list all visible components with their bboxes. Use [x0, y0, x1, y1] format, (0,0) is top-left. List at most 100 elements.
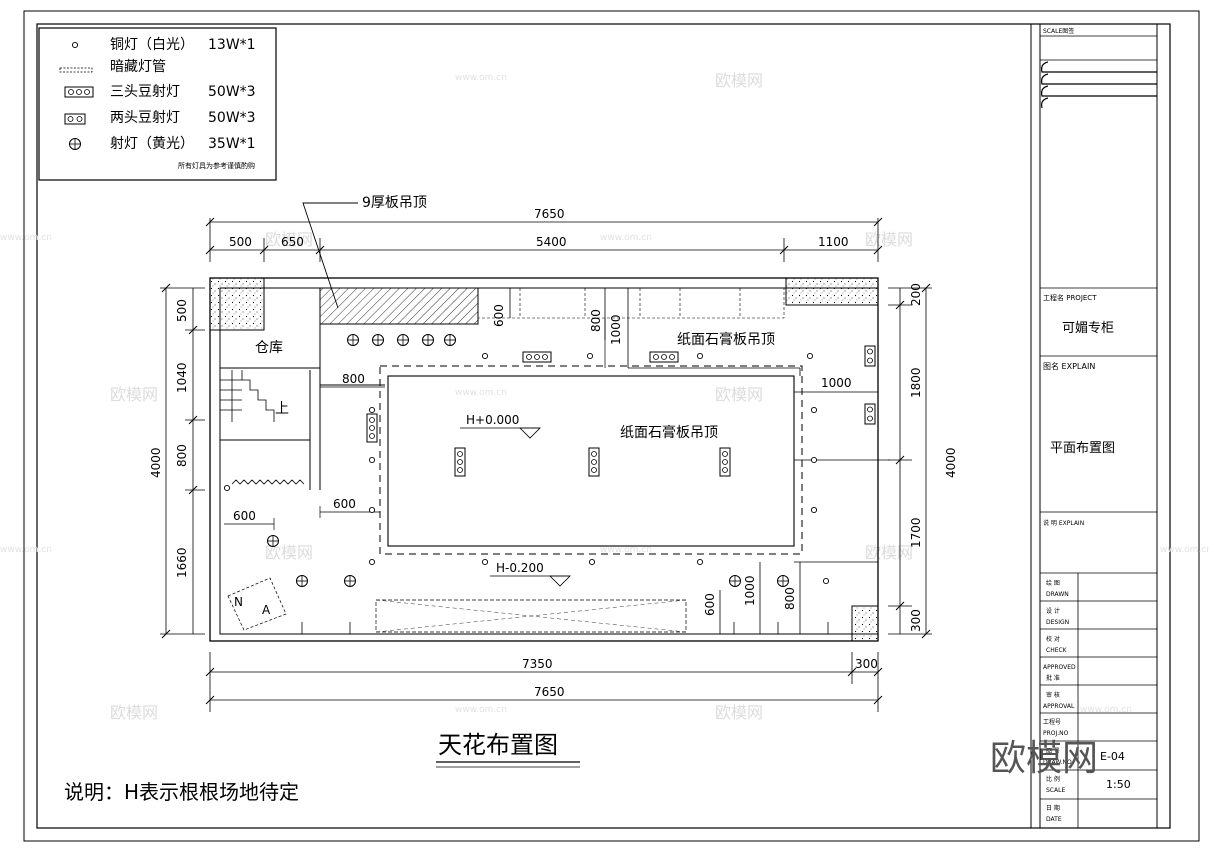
double-spotlight-icon [864, 345, 876, 367]
counter-outline [375, 599, 687, 633]
gypsum-ceiling-label-2: 纸面石膏板吊顶 [620, 424, 718, 441]
stair: 上 [220, 370, 310, 485]
watermark-url: www.om.cn [455, 388, 507, 398]
yellow-spotlight-icon [777, 575, 789, 587]
dim-in-800-h: 800 [589, 309, 603, 332]
board-ceiling-strip [319, 287, 479, 325]
dim-right-b: 1800 [909, 367, 923, 398]
copper-lamp-icon [368, 456, 376, 464]
watermark-text: 欧模网 [110, 385, 158, 404]
copper-lamp-icon [368, 558, 376, 566]
drawing-name: 平面布置图 [1050, 441, 1115, 456]
north-arrow: N A [227, 577, 287, 631]
row-projno-en: PROJ.NO [1043, 730, 1069, 737]
dim-right-a: 200 [909, 283, 923, 306]
yellow-spotlight-icon [444, 334, 456, 346]
floor-plan: 仓库 上 [209, 277, 890, 642]
yellow-spotlight-icon [422, 334, 434, 346]
watermark-large: 欧模网 [990, 738, 1098, 779]
triple-spotlight-icon [649, 351, 679, 363]
row-drawn-cn: 绘 图 [1046, 579, 1060, 587]
copper-lamp-icon [586, 352, 594, 360]
yellow-spotlight-icon [372, 334, 384, 346]
row-scale-value: 1:50 [1106, 778, 1131, 791]
ceiling-callout: 9厚板吊顶 [302, 195, 427, 309]
watermark-text: 欧模网 [715, 71, 763, 90]
dim-right-d: 300 [909, 609, 923, 632]
dim-in-1000-a: 1000 [609, 314, 623, 345]
watermark-text: 欧模网 [265, 543, 313, 562]
dim-left-total: 4000 [149, 447, 163, 478]
watermark-text: 欧模网 [265, 230, 313, 249]
watermark-url: www.om.cn [1080, 705, 1132, 715]
row-check-en: CHECK [1046, 647, 1068, 654]
double-spotlight-icon [864, 403, 876, 425]
inner-frame [36, 23, 1171, 829]
right-dimensions: 4000 200 1800 1700 300 [888, 283, 958, 639]
dim-in-800-a: 800 [342, 372, 365, 386]
gypsum-ceiling-label-1: 纸面石膏板吊顶 [677, 331, 775, 348]
row-drawno-value: E-04 [1100, 750, 1125, 763]
top-dimensions: 7650 500 650 5400 1100 [205, 207, 883, 262]
dim-top-c: 5400 [536, 235, 567, 249]
copper-lamp-icon [223, 484, 231, 492]
triple-spotlight-icon [366, 413, 378, 443]
legend-label-triple: 三头豆射灯 [110, 84, 180, 100]
gypsum-ceiling-inner [387, 375, 795, 547]
dim-top-b: 650 [281, 235, 304, 249]
yellow-spotlight-icon [267, 535, 279, 547]
triple-spotlight-icon [64, 86, 94, 98]
legend-note: 所有灯具为参考谨慎酌购 [178, 161, 255, 170]
row-approval-en: APPROVAL [1043, 703, 1075, 710]
row-date-en: DATE [1046, 816, 1062, 823]
row-approved-cn: APPROVED [1043, 664, 1076, 671]
copper-lamp-icon [822, 577, 830, 585]
copper-lamp-icon [588, 558, 596, 566]
legend-label-copper: 铜灯（白光） [110, 37, 194, 53]
legend-spec-triple: 50W*3 [208, 84, 256, 100]
yellow-spotlight-icon [347, 334, 359, 346]
watermark-text: 欧模网 [715, 385, 763, 404]
bottom-dimensions: 7350 300 7650 [205, 652, 883, 712]
dim-top-total: 7650 [534, 207, 565, 221]
explain-label: 说 明 EXPLAIN [1043, 519, 1084, 527]
legend-label-hidden-tube: 暗藏灯管 [110, 59, 166, 75]
row-approved-en: 批 准 [1046, 674, 1060, 682]
watermark-url: www.om.cn [0, 545, 52, 555]
copper-lamp-icon [368, 406, 376, 414]
dim-bottom-b: 300 [855, 657, 878, 671]
hidden-tube-icon [59, 67, 93, 73]
drawing-title: 天花布置图 [438, 731, 558, 759]
copper-lamp-icon [810, 456, 818, 464]
title-block-header: SCALE图签 [1043, 27, 1074, 35]
row-drawno-cn: 图 号 [1046, 748, 1060, 755]
dim-left-c: 800 [175, 444, 189, 467]
dim-left-a: 500 [175, 299, 189, 322]
watermark-text: 欧模网 [865, 230, 913, 249]
copper-lamp-icon [696, 352, 704, 360]
dim-right-c: 1700 [909, 517, 923, 548]
project-label: 工程名 PROJECT [1043, 293, 1097, 302]
dim-top-d: 1100 [818, 235, 849, 249]
row-scale-en: SCALE [1046, 787, 1065, 794]
triple-spotlight-icon [454, 447, 466, 477]
level-mark-1-label: H+0.000 [466, 413, 519, 427]
double-spotlight-icon [64, 113, 86, 125]
legend-label-yellow: 射灯（黄光） [110, 135, 194, 152]
watermark-text: 欧模网 [715, 703, 763, 722]
left-dimensions: 4000 500 1040 800 1660 [149, 283, 205, 639]
yellow-spotlight-icon [296, 575, 308, 587]
copper-lamp-icon [810, 506, 818, 514]
yellow-spotlight-icon [344, 575, 356, 587]
dim-in-600-c: 600 [233, 509, 256, 523]
ceiling-callout-label: 9厚板吊顶 [362, 195, 427, 211]
yellow-spotlight-icon [397, 334, 409, 346]
triple-spotlight-icon [522, 351, 552, 363]
copper-lamp-icon [806, 352, 814, 360]
row-projno-cn: 工程号 [1043, 718, 1061, 726]
drawing-label: 图名 EXPLAIN [1043, 361, 1095, 371]
copper-lamp-icon [71, 41, 79, 49]
yellow-spotlight-icon [729, 575, 741, 587]
column-bottom-right [851, 605, 879, 642]
north-arrow-n: N [234, 595, 243, 609]
